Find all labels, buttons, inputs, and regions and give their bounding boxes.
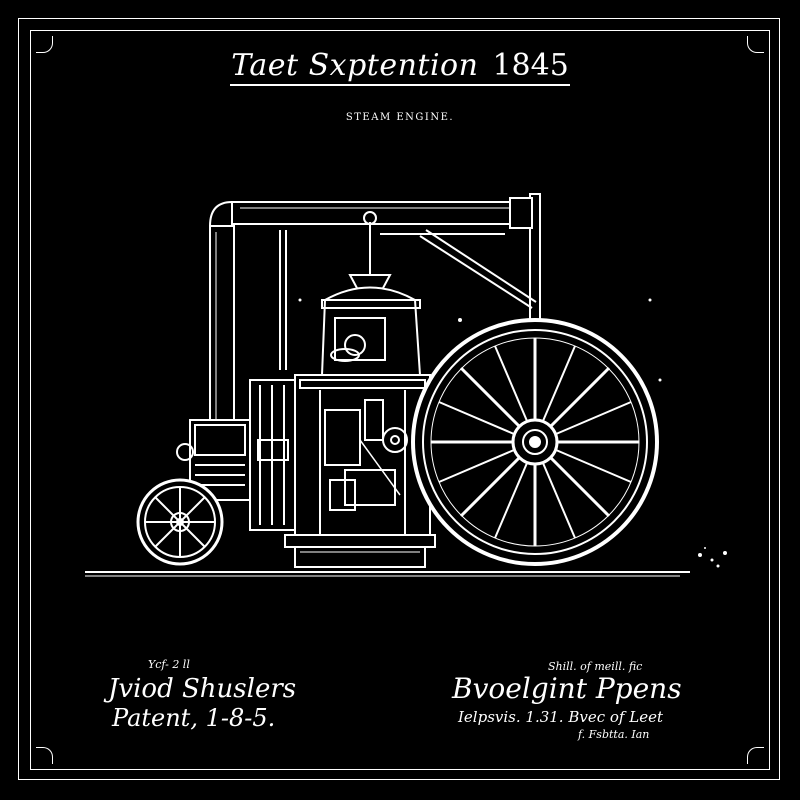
- patent-title: Taet Sxptention 1845: [230, 48, 570, 83]
- signature-right-line: f. Fsbtta. Ian: [578, 728, 650, 741]
- outer-border: [18, 18, 780, 780]
- signature-left-patent: Patent, 1-8-5.: [112, 704, 276, 732]
- flywheel: [411, 318, 659, 566]
- title-script: Taet Sxptention: [231, 48, 479, 83]
- signature-left-note: Ycf- 2 ll: [148, 658, 190, 671]
- signature-right-line: Ielpsvis. 1.31. Bvec of Leet: [458, 708, 663, 726]
- corner-ornament: [36, 36, 53, 53]
- signature-left-name: Jviod Shuslers: [108, 674, 297, 704]
- front-wheel: [136, 478, 224, 566]
- steam-engine-drawing: [85, 193, 727, 577]
- title-year: 1845: [492, 48, 569, 83]
- corner-ornament: [747, 747, 764, 764]
- corner-ornament: [36, 747, 53, 764]
- corner-ornament: [747, 36, 764, 53]
- signature-right-note: Shill. of meill. fic: [548, 660, 643, 673]
- inner-border: [30, 30, 770, 770]
- signature-right-name: Bvoelgint Ppens: [452, 672, 682, 705]
- title-underline: [230, 84, 570, 86]
- patent-subtitle: STEAM ENGINE.: [345, 112, 455, 123]
